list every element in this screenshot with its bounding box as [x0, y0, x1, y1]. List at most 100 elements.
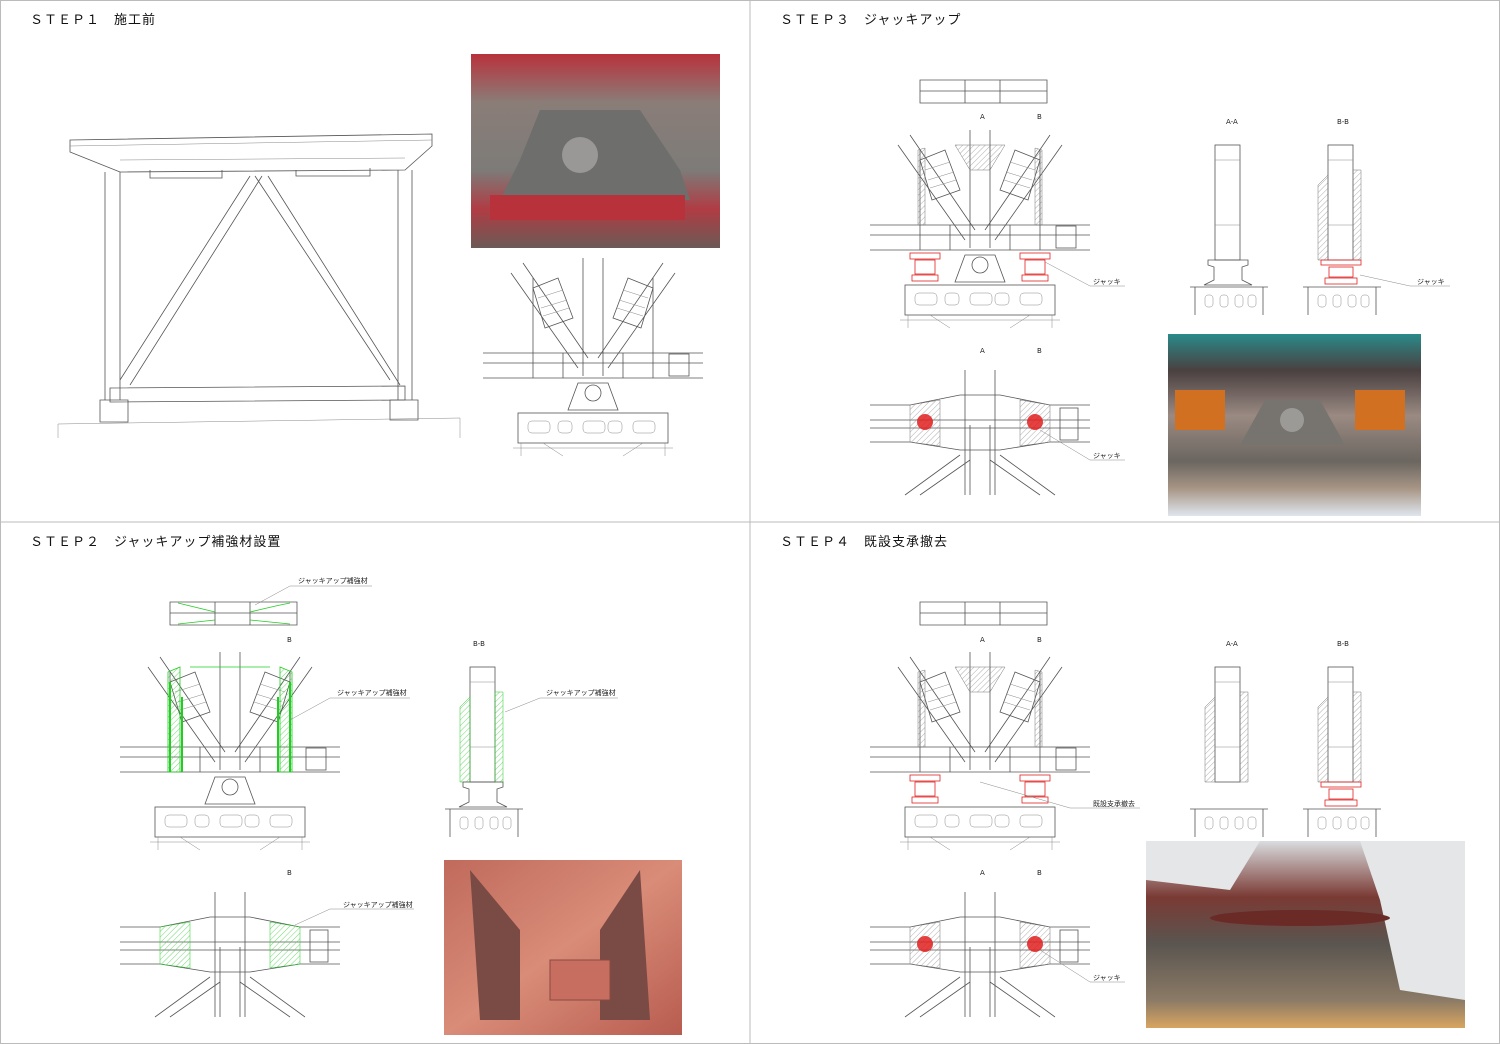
jack-base [911, 796, 939, 804]
step2-top-girder-plan [169, 601, 298, 626]
step3-elevation-drawing [870, 130, 1090, 329]
bearing-shoe [567, 382, 619, 411]
cross-beam [120, 746, 340, 773]
gusset-plates [169, 671, 291, 723]
girder-opening [1219, 294, 1229, 308]
step1-frame-elevation [57, 133, 461, 438]
step4-section-aa-drawing [1190, 666, 1268, 837]
step4-section-bb-title: B-B [1337, 640, 1349, 648]
column-section [1214, 144, 1241, 261]
step4-bearing-removal-callout: 既設支承撤去 [1093, 799, 1135, 808]
jack-top-plate [1320, 781, 1362, 788]
bearing-base [1203, 259, 1253, 286]
jack-top-plate [1019, 774, 1051, 782]
plan-splice [1059, 929, 1079, 963]
girder-opening [1234, 816, 1244, 830]
girder-opening [969, 292, 993, 306]
lower-members [150, 836, 310, 851]
girder-opening [527, 420, 551, 434]
step2-reinforcement-photo [444, 860, 682, 1035]
base-girder-section [1190, 808, 1268, 837]
plan-splice [309, 929, 329, 963]
girder-opening [1317, 816, 1327, 830]
step3-section-bb-title: B-B [1337, 118, 1349, 126]
bearing-shoe [204, 776, 256, 805]
base-girder [517, 412, 669, 444]
girder-opening [914, 292, 938, 306]
plan-column [964, 892, 996, 1017]
base-girder-section [1303, 808, 1381, 837]
step3-section-bb-drawing [1303, 144, 1381, 315]
girder-opening [1247, 294, 1257, 308]
step3-jackup-photo [1168, 334, 1421, 516]
base-girder [904, 284, 1056, 316]
gusset-plates [919, 671, 1041, 723]
step4-bearing-removal-photo [1146, 841, 1465, 1028]
gusset-bolts [924, 161, 1036, 189]
reinforcement-hatch [1204, 691, 1249, 783]
step2-reinforcement-callout-plan: ジャッキアップ補強材 [343, 900, 413, 909]
jack-body [1328, 266, 1354, 278]
girder-opening [194, 814, 210, 828]
girder-opening [459, 816, 469, 830]
girder-opening [1347, 816, 1357, 830]
gusset-bolts [537, 289, 649, 317]
jack-body [914, 781, 936, 797]
plan-reinforcement [909, 921, 1051, 969]
plan-column [964, 370, 996, 495]
step2-title: ＳＴＥＰ２ ジャッキアップ補強材設置 [30, 534, 281, 550]
diagonal-braces [510, 262, 676, 369]
splice-plate [1055, 225, 1077, 249]
step2-reinforcement-callout-elevation: ジャッキアップ補強材 [337, 688, 407, 697]
bearing-base [458, 781, 508, 808]
hatched-reinforcement [917, 666, 1043, 748]
girder-opening [994, 292, 1010, 306]
diagonal-braces [897, 134, 1063, 241]
plan-column [214, 892, 246, 1017]
step1-title: ＳＴＥＰ１ 施工前 [30, 12, 156, 28]
girder-opening [994, 814, 1010, 828]
girder-opening [944, 292, 960, 306]
column-diaphragms [470, 681, 495, 748]
girder-opening [607, 420, 623, 434]
jack-marker [1027, 936, 1043, 952]
base-girder-section [445, 808, 523, 837]
girder-opening [632, 420, 656, 434]
bearing-pin [584, 384, 602, 402]
base-girder [154, 806, 306, 838]
girder-opening [1247, 816, 1257, 830]
step3-section-mark-a: A [980, 113, 985, 121]
step4-jack-callout-plan: ジャッキ [1093, 974, 1121, 982]
girder-opening [489, 816, 499, 830]
bearing-pin [971, 256, 989, 274]
plan-reinforcement [909, 399, 1051, 447]
reinforcement-hatch [1317, 169, 1362, 261]
stiffeners [532, 278, 654, 378]
step3-jack-callout-plan: ジャッキ [1093, 452, 1121, 460]
jack-body [1024, 259, 1046, 275]
lower-members [900, 314, 1060, 329]
girder-opening [1019, 814, 1043, 828]
jack-top-plate [1320, 259, 1362, 266]
plan-splice [1059, 407, 1079, 441]
step4-elevation-drawing [870, 652, 1090, 851]
step3-plan-mark-b: B [1037, 347, 1042, 355]
plan-diagonals [904, 454, 1056, 496]
step3-title: ＳＴＥＰ３ ジャッキアップ [780, 13, 961, 28]
girder-opening [1204, 816, 1214, 830]
step3-plan-drawing [870, 370, 1090, 496]
girder-opening [1234, 294, 1244, 308]
girder-opening [1332, 294, 1342, 308]
step3-plan-mark-a: A [980, 347, 985, 355]
jack-base [1021, 796, 1049, 804]
girder-opening [1317, 294, 1327, 308]
green-stiffeners [169, 682, 291, 772]
step2-elevation-drawing [120, 652, 340, 851]
column-diaphragms [1328, 159, 1353, 226]
step4-plan-drawing [870, 892, 1090, 1018]
girder-opening [944, 814, 960, 828]
step1-bearing-detail-drawing [483, 258, 703, 457]
jack-base [1324, 799, 1358, 807]
jack-body [1024, 781, 1046, 797]
